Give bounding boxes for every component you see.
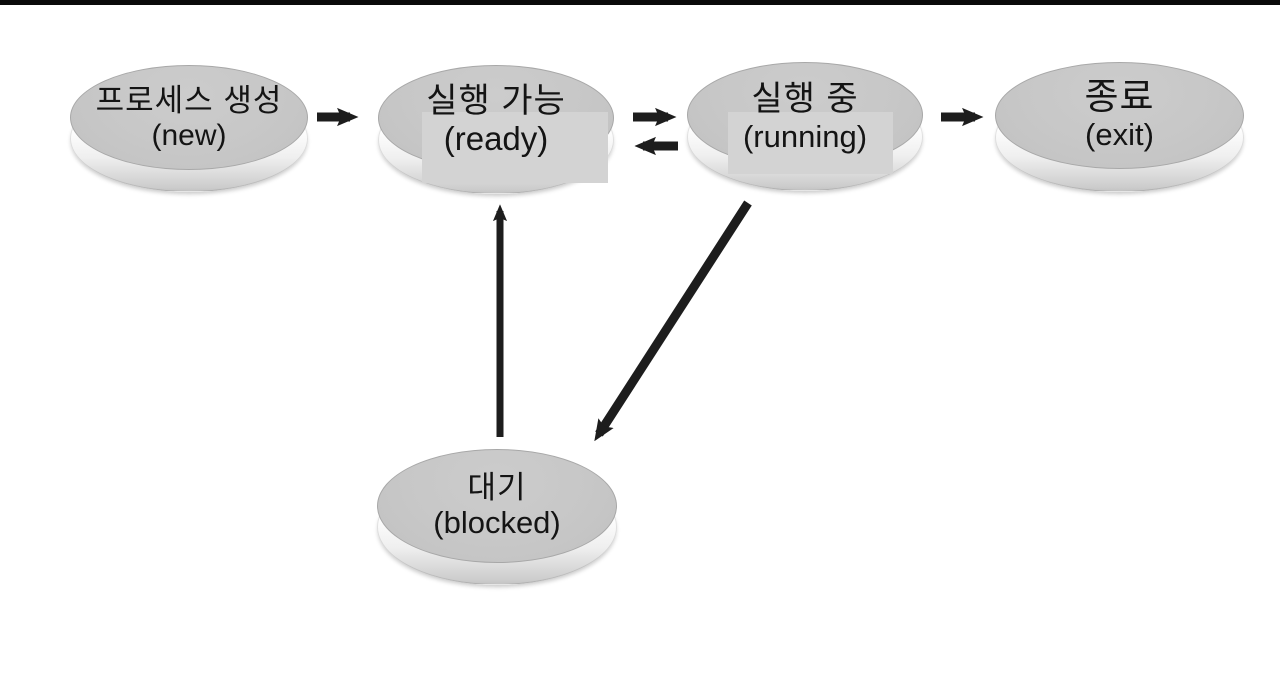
label-background-patch: [728, 112, 893, 174]
node-label-english: (new): [151, 118, 227, 152]
disc-face: [70, 65, 308, 170]
node-label: 종료 (exit): [995, 62, 1244, 166]
label-background-patch: [422, 112, 608, 183]
node-label-korean: 프로세스 생성: [95, 83, 283, 119]
top-border-line: [0, 0, 1280, 5]
node-label-korean: 실행 가능: [426, 82, 566, 121]
node-label: 실행 중 (running): [687, 62, 923, 172]
node-label-english: (blocked): [433, 504, 561, 540]
state-node-new: 프로세스 생성 (new): [70, 65, 308, 192]
node-label-english: (running): [742, 118, 868, 154]
arrow-running-to-blocked: [594, 200, 752, 442]
node-label: 대기 (blocked): [377, 449, 617, 561]
state-node-running: 실행 중 (running): [687, 62, 923, 191]
node-label-korean: 실행 중: [751, 80, 859, 119]
disc-face: [995, 62, 1244, 169]
node-label-korean: 종료: [1084, 75, 1155, 117]
state-node-blocked: 대기 (blocked): [377, 449, 617, 585]
node-label-korean: 대기: [467, 470, 527, 506]
state-node-ready: 실행 가능 (ready): [378, 65, 614, 194]
node-label-english: (exit): [1085, 117, 1154, 153]
state-node-exit: 종료 (exit): [995, 62, 1244, 192]
node-label: 프로세스 생성 (new): [70, 65, 308, 170]
node-label-english: (ready): [443, 120, 549, 158]
node-label: 실행 가능 (ready): [378, 65, 614, 175]
disc-face: [377, 449, 617, 563]
